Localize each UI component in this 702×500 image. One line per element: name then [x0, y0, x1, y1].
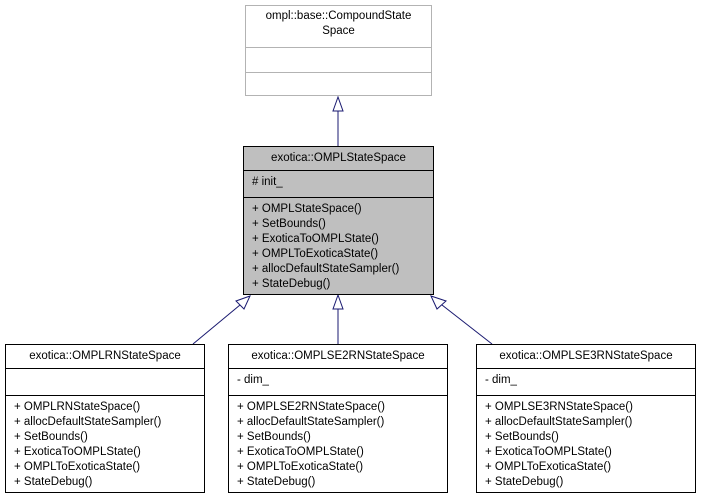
- method-state-debug: + StateDebug(): [237, 476, 316, 488]
- method-set-bounds: + SetBounds(): [237, 431, 311, 443]
- method-exotica-to-ompl-state: + ExoticaToOMPLState(): [485, 446, 612, 458]
- method-ompl-se2rn-state-space: + OMPLSE2RNStateSpace(): [237, 401, 385, 413]
- class-title-line1: ompl::base::CompoundState: [265, 10, 412, 22]
- class-title: exotica::OMPLRNStateSpace: [29, 350, 181, 362]
- method-exotica-to-ompl-state: + ExoticaToOMPLState(): [237, 446, 364, 458]
- method-ompl-to-exotica-state: + OMPLToExoticaState(): [14, 461, 141, 473]
- class-title-section: exotica::OMPLRNStateSpace: [6, 347, 204, 367]
- class-title-section: exotica::OMPLSE2RNStateSpace: [229, 347, 447, 367]
- attribute-init: # init_: [252, 176, 283, 188]
- method-alloc-default-state-sampler: + allocDefaultStateSampler(): [14, 416, 162, 428]
- class-title: exotica::OMPLStateSpace: [271, 152, 406, 164]
- method-set-bounds: + SetBounds(): [485, 431, 559, 443]
- class-box-compound-state-space[interactable]: ompl::base::CompoundState Space: [245, 5, 432, 96]
- class-box-ompl-state-space[interactable]: exotica::OMPLStateSpace # init_ + OMPLSt…: [243, 146, 434, 295]
- class-title: exotica::OMPLSE3RNStateSpace: [499, 350, 673, 362]
- method-ompl-to-exotica-state: + OMPLToExoticaState(): [252, 248, 379, 260]
- attribute-dim: - dim_: [485, 374, 517, 386]
- edge-rn-to-main: [192, 295, 251, 345]
- edge-main-to-base: [332, 95, 344, 146]
- method-ompl-rn-state-space: + OMPLRNStateSpace(): [14, 401, 141, 413]
- class-title-section: exotica::OMPLSE3RNStateSpace: [477, 347, 695, 367]
- class-methods-section: + OMPLStateSpace() + SetBounds() + Exoti…: [244, 197, 433, 295]
- edge-se3rn-to-main: [430, 295, 493, 345]
- method-set-bounds: + SetBounds(): [14, 431, 88, 443]
- edge-se2rn-to-main: [332, 293, 344, 344]
- method-ompl-to-exotica-state: + OMPLToExoticaState(): [485, 461, 612, 473]
- method-set-bounds: + SetBounds(): [252, 218, 326, 230]
- class-attributes-section: # init_: [244, 170, 433, 197]
- class-methods-section: + OMPLSE3RNStateSpace() + allocDefaultSt…: [477, 395, 695, 493]
- attribute-dim: - dim_: [237, 374, 269, 386]
- method-state-debug: + StateDebug(): [252, 278, 331, 290]
- class-methods-section: [246, 72, 431, 96]
- method-state-debug: + StateDebug(): [485, 476, 564, 488]
- class-box-ompl-rn-state-space[interactable]: exotica::OMPLRNStateSpace + OMPLRNStateS…: [5, 344, 205, 493]
- class-attributes-section: [6, 368, 204, 395]
- class-attributes-section: - dim_: [229, 368, 447, 395]
- method-ompl-to-exotica-state: + OMPLToExoticaState(): [237, 461, 364, 473]
- class-box-ompl-se2rn-state-space[interactable]: exotica::OMPLSE2RNStateSpace - dim_ + OM…: [228, 344, 448, 493]
- class-title-line2: Space: [322, 25, 355, 37]
- class-methods-section: + OMPLRNStateSpace() + allocDefaultState…: [6, 395, 204, 493]
- method-exotica-to-ompl-state: + ExoticaToOMPLState(): [14, 446, 141, 458]
- method-alloc-default-state-sampler: + allocDefaultStateSampler(): [485, 416, 633, 428]
- method-ompl-state-space: + OMPLStateSpace(): [252, 203, 362, 215]
- method-state-debug: + StateDebug(): [14, 476, 93, 488]
- method-alloc-default-state-sampler: + allocDefaultStateSampler(): [252, 263, 400, 275]
- class-title-section: exotica::OMPLStateSpace: [244, 149, 433, 169]
- class-title-section: ompl::base::CompoundState Space: [246, 9, 431, 47]
- method-ompl-se3rn-state-space: + OMPLSE3RNStateSpace(): [485, 401, 633, 413]
- class-attributes-section: [246, 47, 431, 72]
- class-attributes-section: - dim_: [477, 368, 695, 395]
- class-methods-section: + OMPLSE2RNStateSpace() + allocDefaultSt…: [229, 395, 447, 493]
- class-title: exotica::OMPLSE2RNStateSpace: [251, 350, 425, 362]
- class-box-ompl-se3rn-state-space[interactable]: exotica::OMPLSE3RNStateSpace - dim_ + OM…: [476, 344, 696, 493]
- method-exotica-to-ompl-state: + ExoticaToOMPLState(): [252, 233, 379, 245]
- method-alloc-default-state-sampler: + allocDefaultStateSampler(): [237, 416, 385, 428]
